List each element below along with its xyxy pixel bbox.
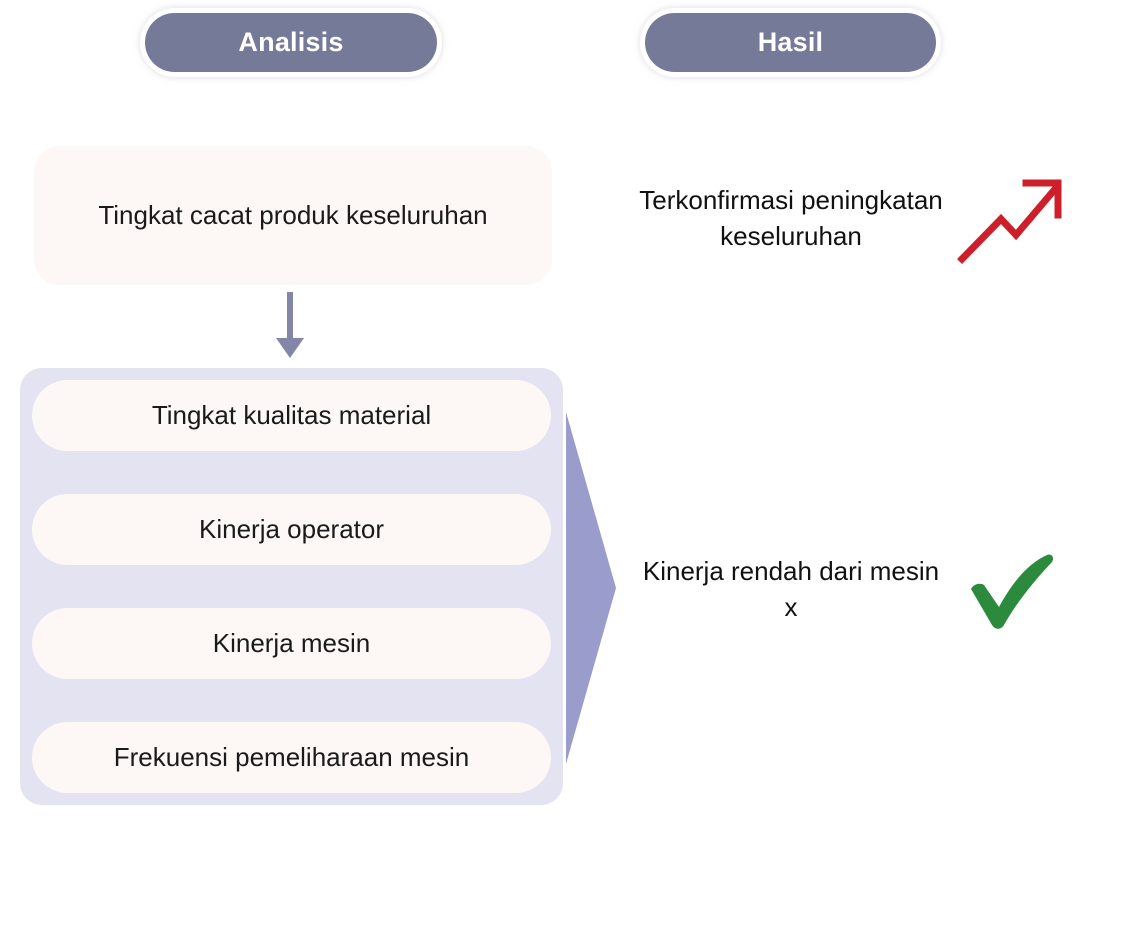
column-header-analisis-label: Analisis [238, 27, 344, 57]
column-header-hasil: Hasil [645, 13, 936, 72]
factor-item: Kinerja mesin [32, 608, 551, 679]
result-icon-slot [946, 549, 1076, 631]
factor-list-container: Tingkat kualitas material Kinerja operat… [20, 368, 563, 805]
top-metric-box: Tingkat cacat produk keseluruhan [34, 146, 552, 285]
factor-label: Tingkat kualitas material [151, 399, 432, 430]
column-header-hasil-label: Hasil [757, 27, 824, 57]
top-metric-label: Tingkat cacat produk keseluruhan [98, 199, 488, 230]
factor-label: Kinerja operator [199, 513, 384, 544]
factor-label: Frekuensi pemeliharaan mesin [113, 741, 470, 772]
result-label: Kinerja rendah dari mesin x [642, 556, 940, 622]
factor-label: Kinerja mesin [212, 627, 371, 658]
result-row: Kinerja rendah dari mesin x [636, 538, 1106, 642]
triangle-right-icon [566, 412, 616, 764]
check-mark-icon [971, 554, 1054, 629]
factor-item: Frekuensi pemeliharaan mesin [32, 722, 551, 793]
result-row: Terkonfirmasi peningkatan keseluruhan [636, 160, 1106, 278]
trend-up-arrow-icon [956, 179, 1061, 264]
arrow-down-icon [276, 292, 304, 358]
result-label: Terkonfirmasi peningkatan keseluruhan [639, 185, 943, 251]
factor-item: Tingkat kualitas material [32, 380, 551, 451]
factor-item: Kinerja operator [32, 494, 551, 565]
result-icon-slot [946, 171, 1076, 267]
column-header-analisis: Analisis [145, 13, 437, 72]
